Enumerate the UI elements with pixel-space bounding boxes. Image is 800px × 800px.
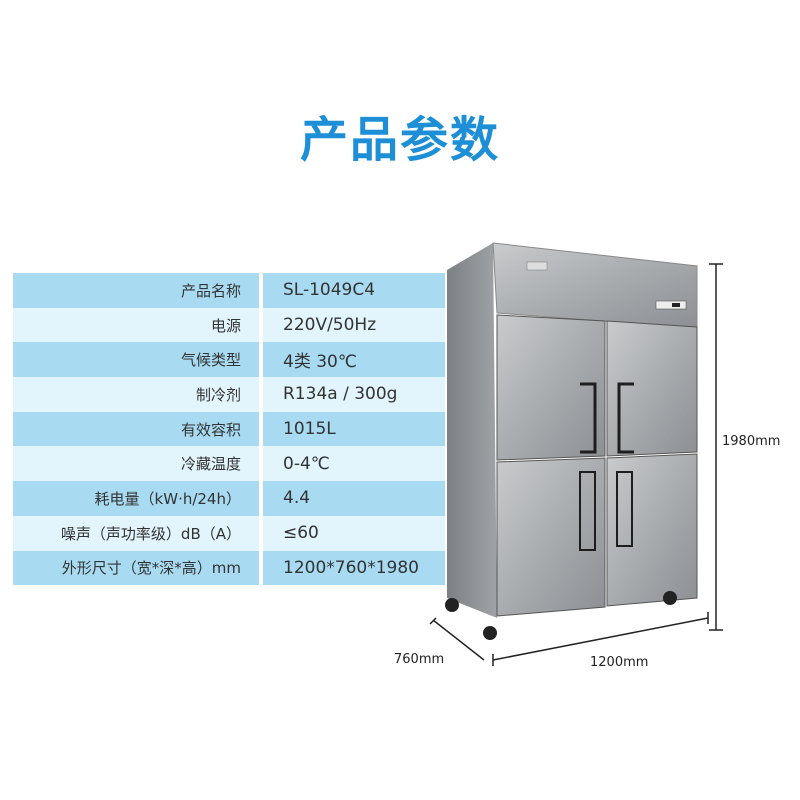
spec-label: 噪声（声功率级）dB（A） (60, 524, 241, 543)
haier-logo (526, 261, 548, 271)
depth-dimension: 760mm (394, 652, 445, 667)
spec-table: 产品名称 SL-1049C4 电源 220V/50Hz 气候类型 4类 30℃ 制冷剂… (13, 273, 445, 586)
spec-row: 电源 220V/50Hz (13, 307, 445, 343)
spec-row: 外形尺寸（宽*深*高）mm 1200*760*1980 (13, 550, 445, 586)
width-dimension: 1200mm (590, 655, 649, 670)
spec-label: 冷藏温度 (180, 455, 241, 474)
spec-value: 1015L (283, 419, 336, 440)
spec-label: 电源 (210, 316, 241, 335)
spec-label: 有效容积 (180, 420, 241, 439)
spec-value: SL-1049C4 (283, 280, 376, 301)
spec-row: 制冷剂 R134a / 300g (13, 377, 445, 412)
wheels (445, 591, 677, 640)
spec-value: ≤60 (283, 523, 319, 544)
spec-row: 气候类型 4类 30℃ (13, 342, 445, 378)
spec-value: R134a / 300g (283, 384, 398, 405)
spec-label: 耗电量（kW·h/24h） (94, 489, 241, 508)
spec-row: 有效容积 1015L (13, 411, 445, 447)
dimension-lines (429, 263, 723, 666)
page-title: 产品参数 (299, 112, 500, 168)
door-bottom-left (496, 457, 606, 617)
spec-row: 噪声（声功率级）dB（A） ≤60 (13, 515, 445, 551)
spec-value: 1200*760*1980 (283, 557, 419, 578)
spec-value: 0-4℃ (283, 453, 330, 474)
spec-row: 产品名称 SL-1049C4 (13, 273, 445, 308)
spec-value: 4.4 (283, 488, 311, 509)
spec-row: 冷藏温度 0-4℃ (13, 446, 445, 482)
fridge-side (447, 243, 497, 618)
spec-label: 气候类型 (180, 351, 241, 370)
height-dimension: 1980mm (722, 434, 781, 449)
door-bottom-right (606, 453, 698, 607)
spec-row: 耗电量（kW·h/24h） 4.4 (13, 481, 445, 516)
spec-label: 外形尺寸（宽*深*高）mm (61, 559, 241, 578)
control-panel (655, 300, 687, 310)
spec-label: 制冷剂 (195, 385, 241, 404)
spec-label: 产品名称 (180, 281, 241, 300)
spec-value: 4类 30℃ (283, 352, 357, 373)
door-top-right (606, 320, 698, 457)
door-top-left (496, 314, 606, 461)
spec-value: 220V/50Hz (283, 315, 377, 336)
fridge-top-panel (492, 242, 698, 329)
door-handles (579, 382, 634, 551)
